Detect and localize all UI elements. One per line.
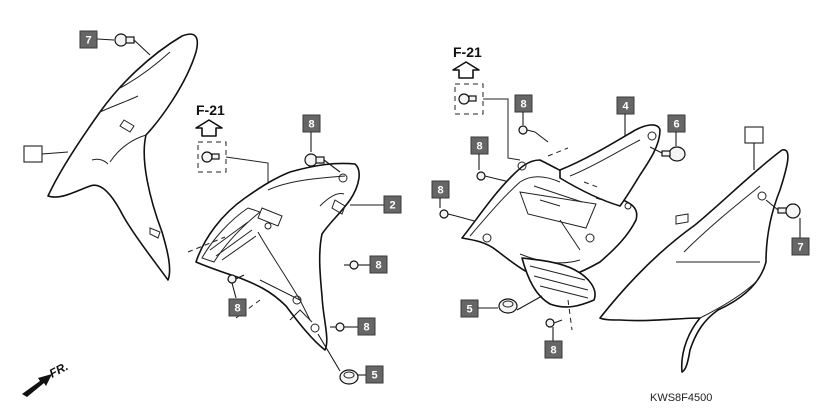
callout-8-right-top-label: 8	[520, 99, 526, 111]
direction-arrow-icon	[22, 374, 52, 397]
callout-8-left-bottom-label: 8	[234, 303, 240, 315]
right-side-cover	[599, 149, 789, 373]
ref-f21-right: F-21	[453, 44, 482, 60]
ref-f21-right-box	[454, 83, 484, 115]
callout-2-label: 2	[389, 200, 395, 212]
callout-5-left	[365, 365, 384, 384]
ref-f21-left: F-21	[196, 102, 225, 118]
callout-7-right-label: 7	[797, 242, 803, 254]
callout-7-right	[791, 237, 810, 256]
left-inner-panel	[195, 162, 360, 351]
screw-8-right-bottom	[545, 318, 563, 328]
callout-4-label: 4	[622, 101, 629, 113]
callout-8-left-bottom	[228, 298, 247, 317]
callout-8-right-a-label: 8	[476, 141, 482, 153]
screw-8-right-a	[476, 171, 494, 181]
callout-5-right-label: 5	[466, 304, 472, 316]
callout-8-right-bottom-label: 8	[550, 345, 556, 357]
screw-8-low-mid	[330, 322, 345, 332]
left-cover-blank-callout	[23, 145, 43, 163]
callout-8-low-mid	[357, 317, 376, 336]
direction-label: FR.	[47, 359, 71, 380]
screw-8-mid-right	[344, 260, 359, 270]
callout-6-label: 6	[673, 119, 679, 131]
callout-8-mid-right-label: 8	[375, 260, 381, 272]
right-lower-duct	[521, 257, 596, 308]
ref-f21-left-box	[197, 141, 227, 173]
up-arrow-icon	[452, 61, 480, 79]
bolt-6	[661, 146, 686, 162]
screw-8-right-top	[518, 125, 536, 135]
bolt-7-left	[114, 33, 135, 47]
callout-7-left-label: 7	[85, 35, 91, 47]
right-cover-blank-callout	[744, 126, 764, 144]
grommet-5-left	[339, 369, 359, 385]
left-side-cover	[47, 33, 199, 281]
screw-8-right-b	[439, 209, 457, 219]
callout-8-right-bottom	[544, 340, 563, 359]
callout-8-low-mid-label: 8	[363, 322, 369, 334]
callout-8-top-mid-label: 8	[308, 119, 314, 131]
diagram-code: KWS8F4500	[650, 392, 712, 404]
callout-8-right-b-label: 8	[437, 185, 443, 197]
callout-2	[383, 195, 402, 214]
bolt-7-right	[777, 203, 801, 219]
up-arrow-icon	[195, 119, 223, 137]
callout-5-left-label: 5	[371, 370, 377, 382]
callout-8-mid-right	[369, 255, 388, 274]
grommet-5-right	[498, 298, 518, 314]
bolt-8-top-mid	[304, 153, 325, 167]
